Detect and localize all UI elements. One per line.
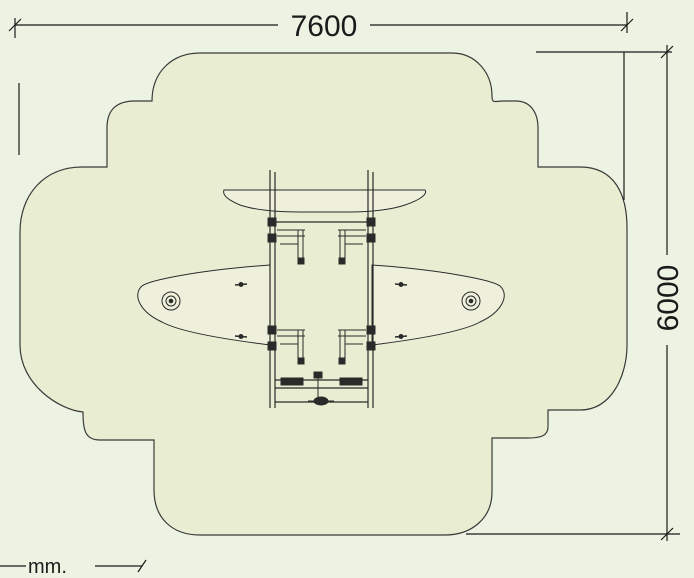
height-dimension: [466, 45, 680, 541]
unit-indicator: [0, 559, 147, 573]
height-tick-bottom: [660, 527, 674, 541]
height-dimension-label: 6000: [652, 265, 685, 332]
front-left-seat: [267, 217, 305, 265]
airplane-play-structure: [137, 170, 505, 408]
rear-right-seat: [338, 325, 376, 365]
cockpit-controls: [280, 371, 363, 406]
height-tick-top: [660, 45, 674, 59]
unit-label: mm.: [28, 556, 67, 578]
rear-left-seat: [267, 325, 305, 365]
front-right-seat: [338, 217, 376, 265]
safety-zone-area: [19, 52, 628, 536]
right-engine-icon: [461, 291, 481, 311]
upper-wing: [223, 189, 427, 213]
width-dimension-label: 7600: [291, 10, 358, 43]
width-tick-left: [8, 18, 22, 32]
width-tick-right: [620, 18, 634, 32]
left-engine-icon: [161, 291, 181, 311]
wing-bolts: [234, 282, 408, 340]
width-dimension: [8, 12, 634, 200]
